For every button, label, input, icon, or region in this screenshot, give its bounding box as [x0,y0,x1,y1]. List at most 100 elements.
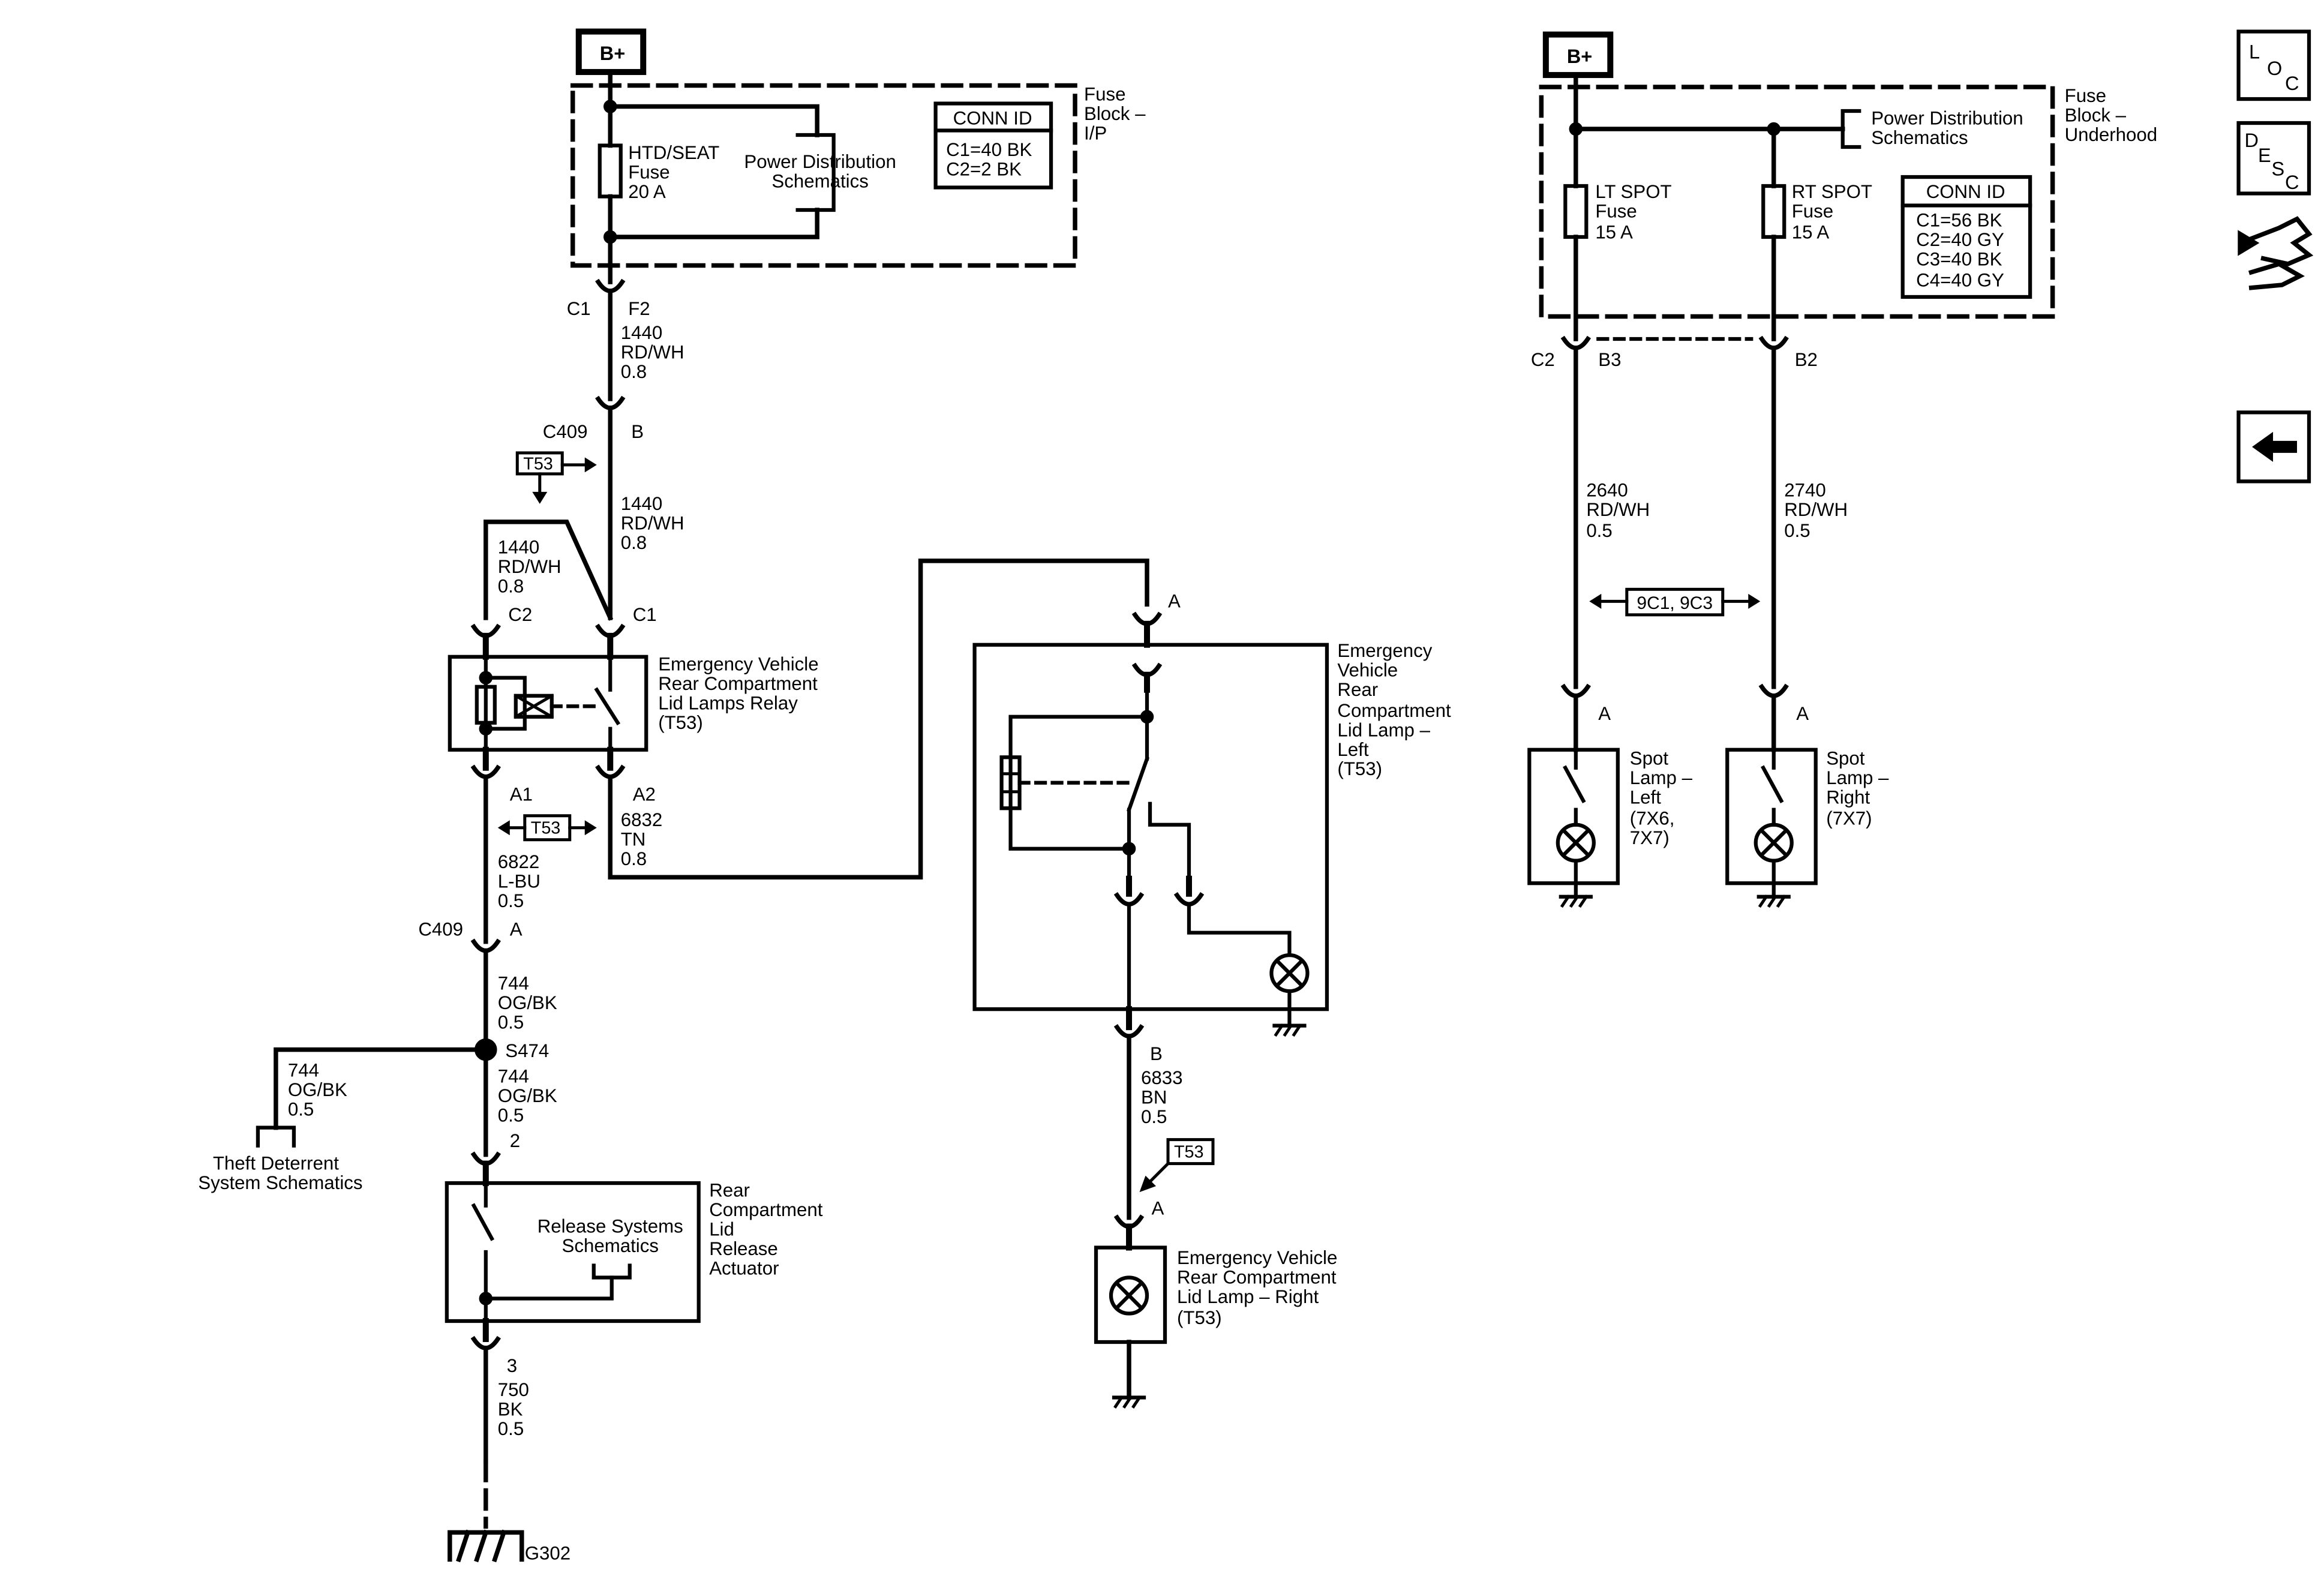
fuse-label: HTD/SEAT [628,142,719,163]
pin-label: B2 [1795,349,1818,370]
lamp-left-label: Rear [1337,679,1378,700]
lamp-left-box [972,643,1329,1011]
left-arrow-icon [2252,431,2298,462]
wire-label: 0.5 [498,1418,524,1439]
lamp-left-label: (T53) [1337,758,1382,779]
actuator-box [445,1181,701,1323]
conn-id-row: C2=2 BK [946,159,1022,180]
pds-link[interactable]: Schematics [771,171,868,192]
wire-label: 1440 [498,536,539,557]
wire-label: 0.5 [1141,1106,1167,1127]
wire-label: RD/WH [1784,499,1848,520]
wire-label: 6832 [621,809,662,830]
wire-label: 6822 [498,851,539,872]
rt-spot-fuse [1761,184,1786,239]
wire-label: 744 [288,1060,319,1081]
pds-link[interactable]: Schematics [1871,127,1968,148]
lamp-left-label: Compartment [1337,700,1451,721]
fuse-block-title: Underhood [2065,124,2158,145]
lamp-left-label: Vehicle [1337,659,1398,680]
relay-box [448,655,648,752]
wire-label: 744 [498,973,529,994]
spot-left-label: Spot [1630,748,1669,769]
conn-id-box-underhood [1900,175,2032,299]
pin-label: B3 [1598,349,1621,370]
lamp-right-label: Lid Lamp – Right [1177,1286,1319,1307]
svg-text:O: O [2267,58,2282,79]
wire-label: 1440 [621,322,662,343]
pin-label: 2 [510,1130,520,1151]
lamp-right-label: Emergency Vehicle [1177,1247,1337,1268]
conn-id-row: C2=40 GY [1916,229,2004,250]
release-systems-link[interactable]: Release Systems [538,1216,683,1237]
svg-text:C: C [2285,73,2299,94]
connector-label: C2 [1531,349,1555,370]
wire-label: RD/WH [621,512,684,533]
connector-hand-icon[interactable] [2238,216,2314,290]
release-systems-link[interactable]: Schematics [562,1235,659,1256]
fuse-label: LT SPOT [1595,181,1671,202]
svg-text:E: E [2258,145,2271,166]
svg-text:D: D [2245,130,2259,151]
wire-label: BN [1141,1087,1167,1108]
conn-id-row: C3=40 BK [1916,248,2002,269]
conn-id-title: CONN ID [953,108,1032,129]
bplus-label-right: B+ [1567,46,1592,67]
loc-button[interactable]: L O C [2236,29,2311,101]
option-flag: T53 [1174,1143,1204,1162]
fuse-block-underhood [1539,85,2055,319]
wire-label: 0.8 [621,361,647,382]
htd-seat-fuse [597,143,623,199]
wire-label: 0.5 [498,890,524,911]
actuator-label: Actuator [709,1258,779,1279]
theft-deterrent-link[interactable]: Theft Deterrent [213,1153,339,1174]
spot-right-label: Lamp – [1826,767,1889,788]
pin-label: A [1152,1198,1164,1219]
wire-label: 0.5 [498,1012,524,1033]
fuse-label: Fuse [628,162,669,183]
connector-label: C2 [508,604,532,625]
pin-label: A [1598,703,1611,724]
fuse-block-title: Block – [1084,103,1146,124]
lamp-right-label: Rear Compartment [1177,1267,1337,1288]
actuator-label: Compartment [709,1199,823,1220]
wire-label: 6833 [1141,1067,1182,1088]
pin-label: A2 [633,784,656,805]
theft-deterrent-link[interactable]: System Schematics [198,1172,362,1193]
pin-label: A [1796,703,1809,724]
pin-label: F2 [628,298,650,319]
connector-label: C1 [567,298,591,319]
pin-label: A1 [510,784,533,805]
lamp-left-label: Emergency [1337,640,1432,661]
lamp-left-label: Lid Lamp – [1337,719,1430,740]
fuse-label: 20 A [628,181,666,202]
conn-id-row: C1=40 BK [946,139,1032,160]
lamp-right-label: (T53) [1177,1307,1222,1328]
wire-label: 2740 [1784,479,1825,500]
back-arrow-button[interactable] [2236,410,2311,484]
spot-lamp-right-box [1725,748,1818,885]
pin-label: A [1168,590,1181,611]
ref-link-9c1[interactable]: 9C1, 9C3 [1637,593,1713,613]
actuator-label: Lid [709,1219,734,1240]
wire-label: 1440 [621,493,662,514]
svg-text:C: C [2285,172,2299,193]
connector-label: C409 [418,919,463,940]
spot-lamp-left-box [1527,748,1620,885]
spot-left-label: 7X7) [1630,827,1670,848]
desc-button[interactable]: D E S C [2236,121,2311,196]
wire-label: 0.5 [498,1105,524,1126]
actuator-label: Rear [709,1180,750,1201]
conn-id-row: C1=56 BK [1916,209,2002,230]
relay-label: Lid Lamps Relay [658,692,798,713]
conn-id-row: C4=40 GY [1916,269,2004,290]
fuse-label: 15 A [1792,221,1830,242]
pds-link[interactable]: Power Distribution [1871,108,2023,129]
pds-link[interactable]: Power Distribution [744,151,896,172]
wire-label: 0.5 [1586,520,1612,541]
wire-label: 0.5 [288,1099,314,1120]
conn-id-box-ip [933,101,1053,190]
wire-label: RD/WH [498,556,562,577]
fuse-label: Fuse [1792,200,1833,221]
